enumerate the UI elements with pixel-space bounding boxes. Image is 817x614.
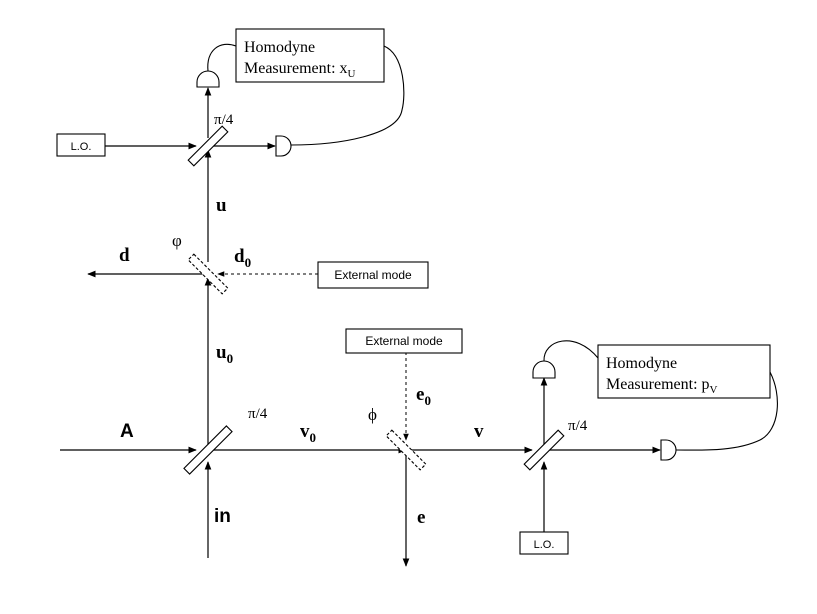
top-homodyne-box bbox=[235, 28, 385, 83]
right-homodyne-line2-main: Measurement: p bbox=[606, 376, 710, 393]
beam-splitters bbox=[183, 125, 565, 475]
angle-bottom-left-bs: π/4 bbox=[248, 406, 268, 422]
top-homodyne-line2-main: Measurement: x bbox=[244, 60, 348, 77]
angle-top-bs: π/4 bbox=[214, 112, 234, 128]
mode-u0-main: u bbox=[216, 342, 227, 363]
external-mode-mid-label: External mode bbox=[365, 334, 443, 348]
phi-beam-splitter-lower bbox=[385, 429, 427, 471]
external-mode-top-label: External mode bbox=[334, 268, 412, 282]
mode-v0: v0 bbox=[300, 421, 316, 445]
mode-d0-sub: 0 bbox=[245, 255, 252, 270]
detector-cables bbox=[207, 43, 778, 451]
phi-lower-label: ϕ bbox=[368, 405, 377, 424]
lo-bottom-box bbox=[519, 531, 569, 555]
boxes bbox=[56, 28, 771, 555]
external-mode-mid-box bbox=[345, 328, 463, 354]
top-right-detector bbox=[275, 135, 292, 157]
top-beam-splitter bbox=[187, 125, 229, 167]
right-homodyne-line1: Homodyne bbox=[606, 355, 677, 372]
right-homodyne-box bbox=[597, 344, 771, 399]
right-beam-splitter bbox=[523, 429, 565, 471]
beam-lines bbox=[60, 87, 661, 567]
mode-u0-sub: 0 bbox=[227, 351, 234, 366]
right-cable-left bbox=[543, 340, 599, 362]
top-homodyne-line1: Homodyne bbox=[244, 39, 315, 56]
lo-top-box bbox=[56, 133, 106, 157]
mode-e0: e0 bbox=[416, 384, 431, 408]
mode-A: A bbox=[120, 421, 134, 442]
mode-v: v bbox=[474, 421, 484, 442]
phi-upper-label: φ bbox=[172, 231, 182, 250]
top-homodyne-line2: Measurement: xU bbox=[244, 60, 356, 80]
mode-d: d bbox=[119, 245, 130, 266]
right-cable-right bbox=[675, 371, 778, 451]
phi-beam-splitter-upper bbox=[187, 253, 229, 295]
top-cable-left bbox=[207, 43, 237, 72]
right-homodyne-sub: V bbox=[710, 384, 718, 396]
mode-e0-sub: 0 bbox=[424, 393, 431, 408]
mode-u: u bbox=[216, 195, 227, 216]
top-homodyne-sub: U bbox=[348, 68, 356, 80]
mode-u0: u0 bbox=[216, 342, 233, 366]
lo-top-label: L.O. bbox=[71, 141, 92, 153]
external-mode-top-box bbox=[317, 261, 429, 289]
mode-e: e bbox=[417, 507, 425, 528]
main-beam-splitter bbox=[183, 425, 233, 475]
mode-in: in bbox=[214, 506, 231, 527]
mode-d0: d0 bbox=[234, 246, 251, 270]
lo-bottom-label: L.O. bbox=[534, 539, 555, 551]
mode-v0-main: v bbox=[300, 421, 310, 442]
mode-d0-main: d bbox=[234, 246, 245, 267]
top-cable-right bbox=[290, 45, 405, 146]
external-mode-beams bbox=[217, 271, 409, 441]
mode-e0-main: e bbox=[416, 384, 424, 405]
right-homodyne-line2: Measurement: pV bbox=[606, 376, 718, 396]
mode-v0-sub: 0 bbox=[310, 430, 317, 445]
top-detector bbox=[196, 70, 220, 88]
angle-right-bs: π/4 bbox=[568, 418, 588, 434]
right-top-detector bbox=[532, 360, 556, 379]
right-detector bbox=[660, 439, 677, 461]
detectors bbox=[196, 70, 677, 461]
